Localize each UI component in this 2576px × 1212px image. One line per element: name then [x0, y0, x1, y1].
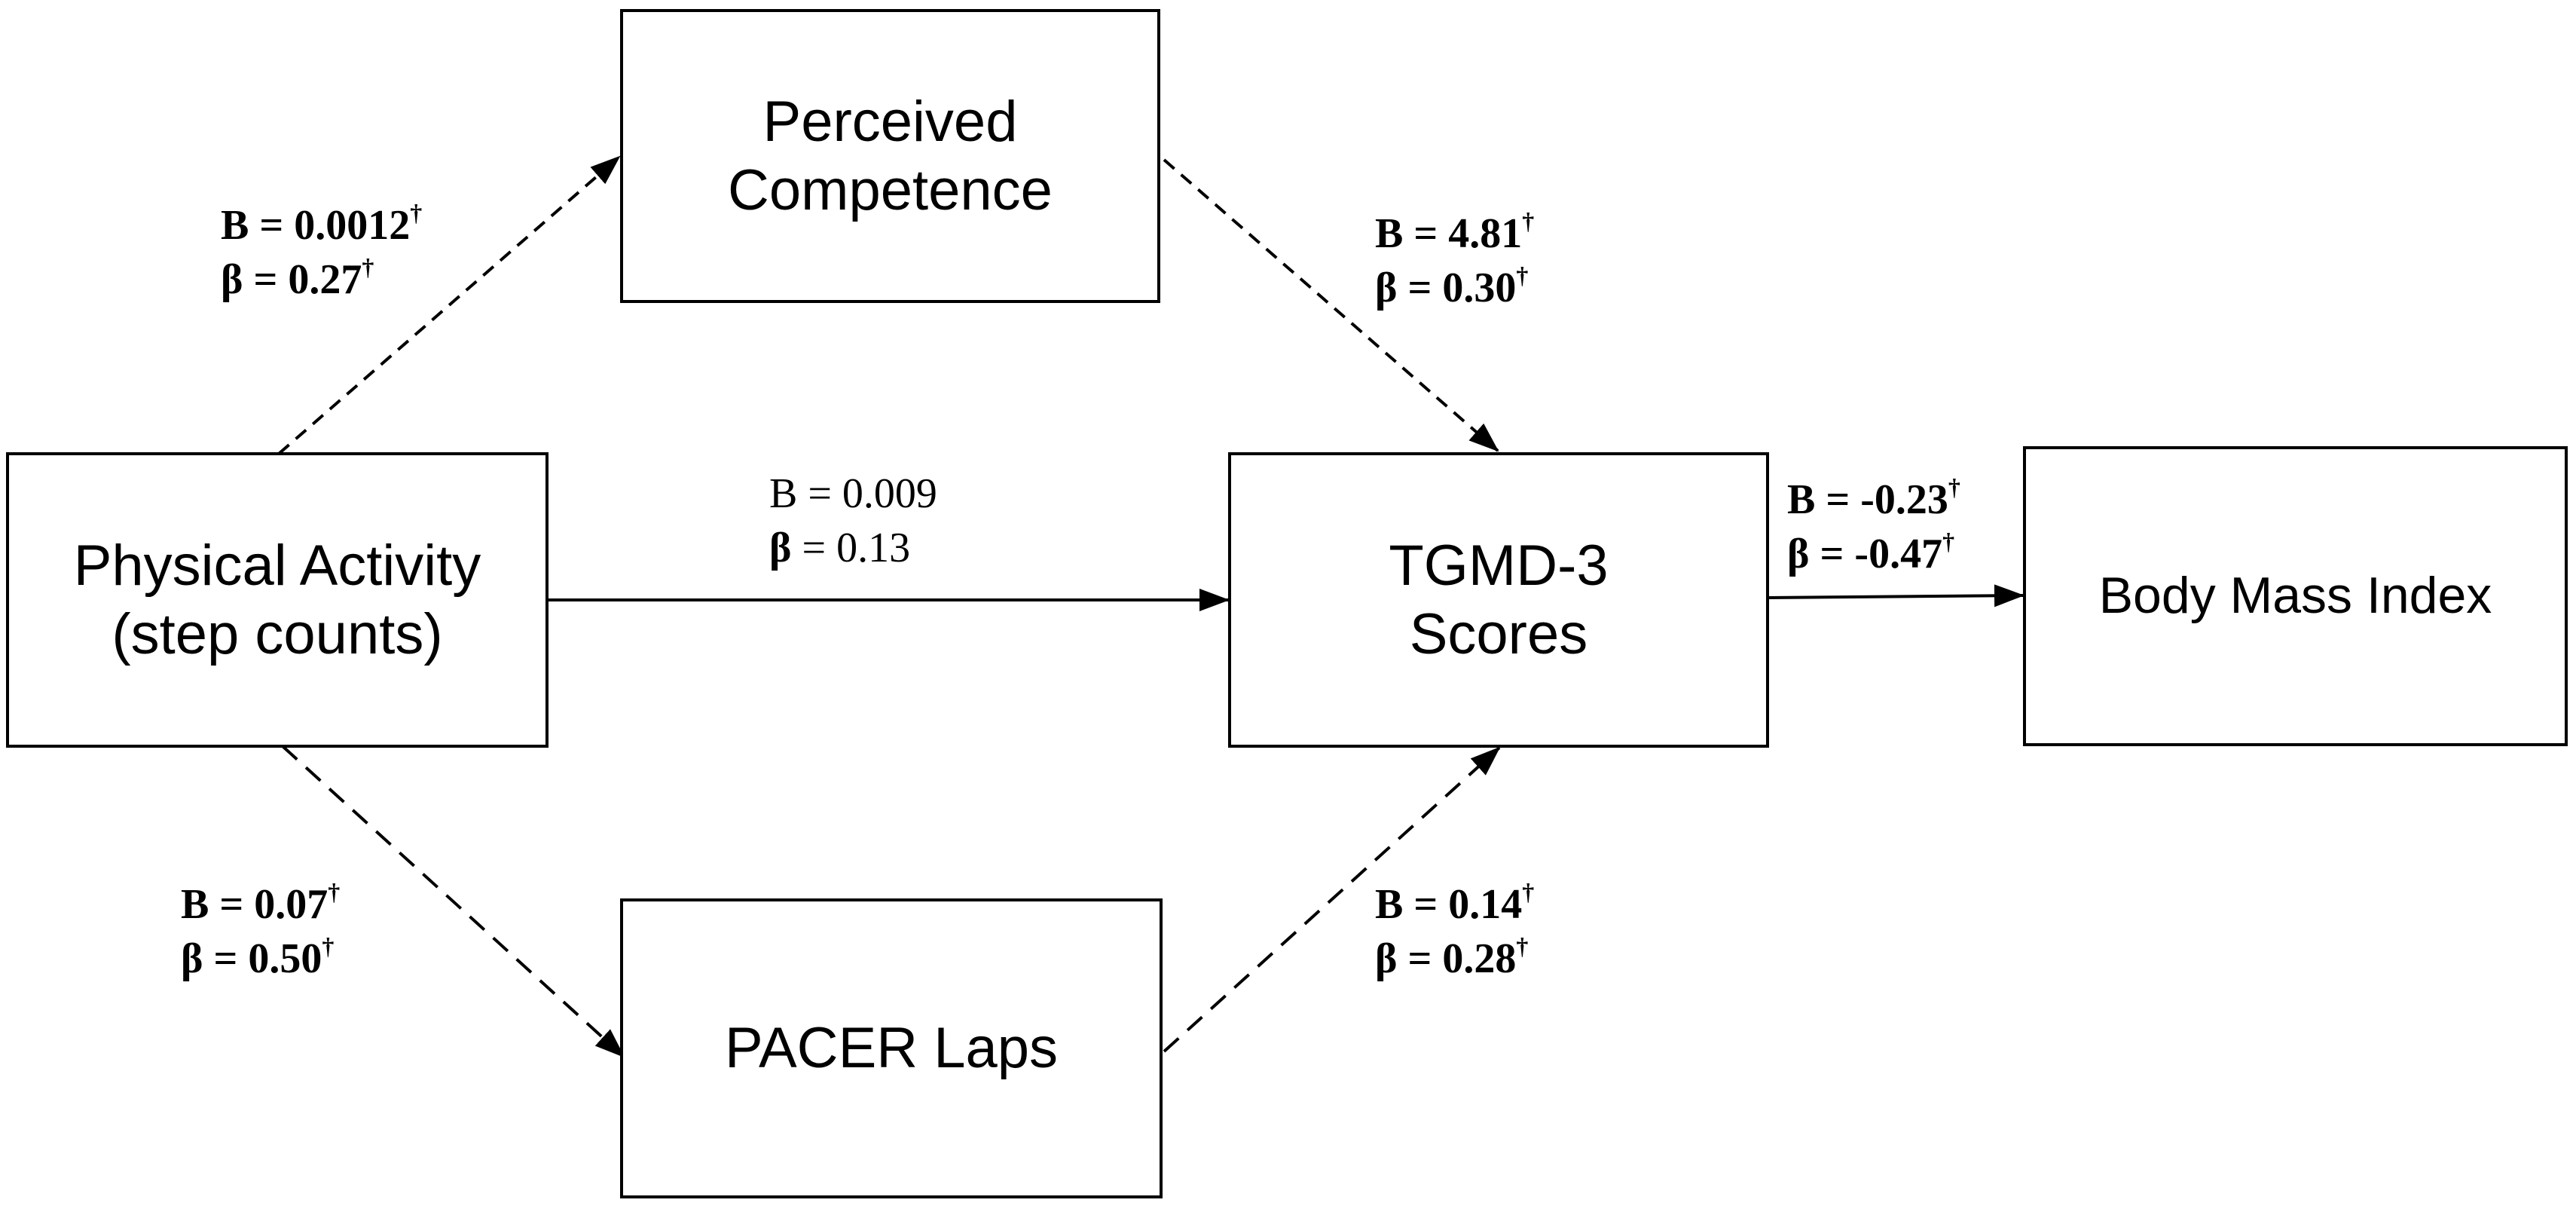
- coef-beta: β = -0.47: [1787, 530, 1943, 577]
- arrow-pa-to-pc: [277, 155, 621, 455]
- significance-mark: †: [1516, 932, 1529, 959]
- node-label: PACER Laps: [724, 1016, 1059, 1081]
- node-label: TGMD-3: [1389, 533, 1609, 598]
- coef-beta-symbol: β: [769, 524, 792, 571]
- arrow-tgmd-to-bmi: [1767, 584, 2024, 608]
- coef-b: B = -0.23: [1787, 476, 1948, 523]
- coef-tgmd-to-bmi: B = -0.23† β = -0.47†: [1787, 473, 1960, 581]
- coef-beta: β = 0.28: [1375, 935, 1517, 982]
- arrow-pacer-to-tgmd: [1163, 746, 1501, 1053]
- node-label: Perceived: [762, 89, 1018, 154]
- arrow-pc-to-tgmd: [1163, 158, 1499, 452]
- coef-b: B = 0.14: [1375, 881, 1523, 928]
- node-physical-activity: Physical Activity (step counts): [6, 452, 549, 748]
- coef-beta: β = 0.30: [1375, 264, 1517, 311]
- coef-b: B = 4.81: [1375, 210, 1523, 257]
- coef-pa-to-pc: B = 0.0012† β = 0.27†: [221, 199, 422, 307]
- significance-mark: †: [1516, 261, 1529, 289]
- coef-beta: β = 0.50: [181, 935, 322, 982]
- significance-mark: †: [410, 199, 423, 226]
- coef-beta: β = 0.27: [221, 256, 362, 303]
- significance-mark: †: [322, 932, 335, 959]
- node-label: Competence: [728, 158, 1053, 222]
- node-tgmd3-scores: TGMD-3 Scores: [1228, 452, 1769, 748]
- coef-pa-to-tgmd: B = 0.009 β = 0.13: [769, 467, 937, 575]
- significance-mark: †: [362, 252, 374, 280]
- significance-mark: †: [328, 878, 341, 905]
- coef-b: B = 0.07: [181, 881, 328, 928]
- node-label: Physical Activity: [73, 533, 481, 598]
- significance-mark: †: [1522, 878, 1535, 905]
- node-label: (step counts): [112, 602, 443, 666]
- coef-b: B = 0.009: [769, 470, 937, 517]
- coef-beta-value: = 0.13: [791, 524, 911, 571]
- node-label: Scores: [1409, 602, 1588, 666]
- significance-mark: †: [1948, 473, 1960, 500]
- coef-pa-to-pacer: B = 0.07† β = 0.50†: [181, 878, 340, 986]
- node-body-mass-index: Body Mass Index: [2023, 446, 2568, 746]
- coef-b: B = 0.0012: [221, 202, 411, 249]
- arrow-pa-to-pacer: [281, 745, 625, 1058]
- node-label: Body Mass Index: [2098, 567, 2492, 625]
- node-pacer-laps: PACER Laps: [620, 898, 1163, 1198]
- significance-mark: †: [1522, 207, 1535, 234]
- coef-pacer-to-tgmd: B = 0.14† β = 0.28†: [1375, 878, 1534, 986]
- significance-mark: †: [1942, 527, 1955, 555]
- node-perceived-competence: Perceived Competence: [620, 9, 1160, 303]
- coef-pc-to-tgmd: B = 4.81† β = 0.30†: [1375, 207, 1534, 315]
